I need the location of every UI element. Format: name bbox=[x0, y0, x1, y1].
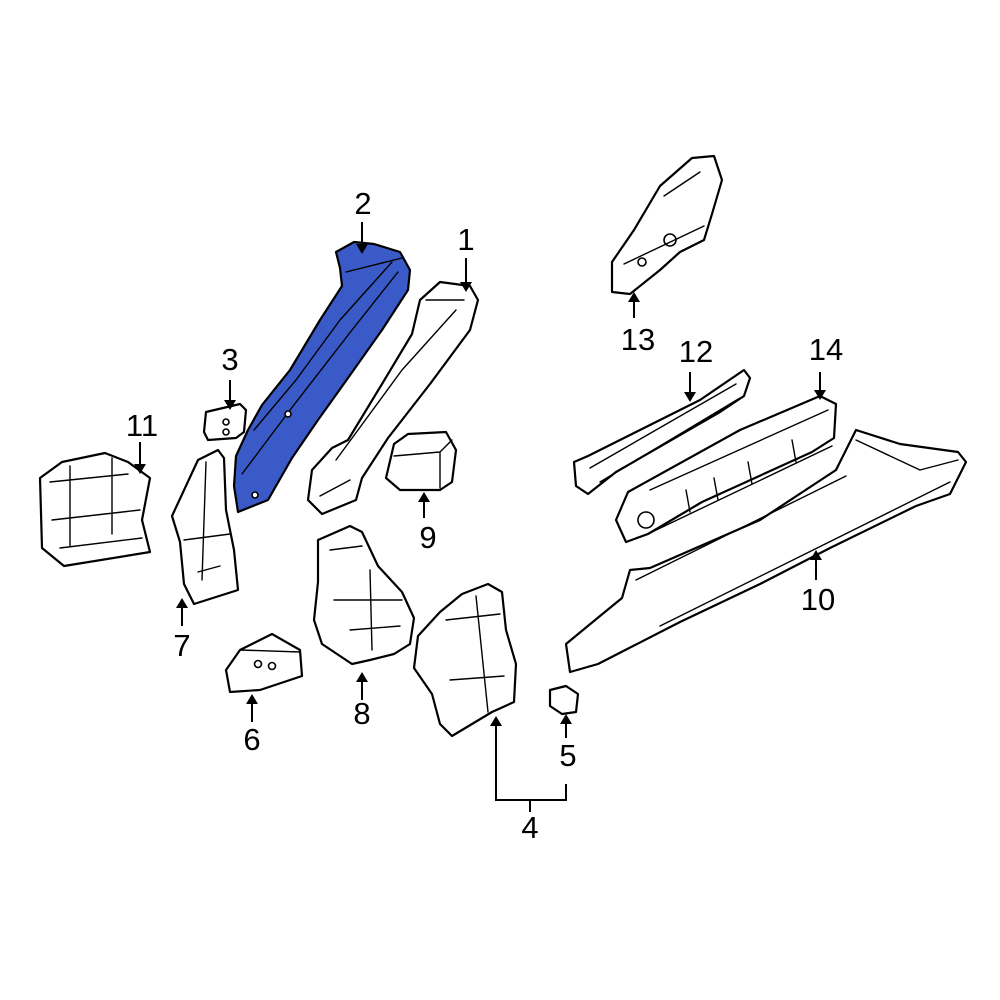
part-14 bbox=[614, 394, 838, 544]
part-13 bbox=[610, 154, 724, 296]
part-1 bbox=[306, 280, 480, 516]
part-12 bbox=[572, 368, 752, 496]
callout-2: 2 bbox=[354, 186, 371, 221]
part-8 bbox=[312, 524, 416, 666]
part-4 bbox=[412, 582, 518, 738]
part-7 bbox=[170, 448, 240, 606]
callout-5: 5 bbox=[559, 738, 576, 773]
callout-13: 13 bbox=[621, 322, 655, 357]
callout-10: 10 bbox=[801, 582, 835, 617]
callout-12: 12 bbox=[679, 334, 713, 369]
callout-1: 1 bbox=[457, 222, 474, 257]
highlighted-pillar bbox=[232, 240, 412, 514]
part-9 bbox=[384, 430, 458, 492]
callout-4: 4 bbox=[521, 810, 538, 845]
callout-7: 7 bbox=[173, 628, 190, 663]
callout-14: 14 bbox=[809, 332, 843, 367]
callout-3: 3 bbox=[221, 342, 238, 377]
callout-6: 6 bbox=[243, 722, 260, 757]
callout-9: 9 bbox=[419, 520, 436, 555]
part-5 bbox=[548, 684, 580, 716]
callout-11: 11 bbox=[126, 408, 158, 443]
part-6 bbox=[224, 632, 304, 694]
callout-8: 8 bbox=[353, 696, 370, 731]
callout-labels: 2 1 3 11 7 6 8 9 5 4 13 12 14 10 bbox=[126, 186, 843, 845]
part-3 bbox=[202, 402, 248, 442]
part-11 bbox=[38, 451, 152, 568]
part-10 bbox=[564, 428, 968, 674]
leader-lines bbox=[134, 222, 826, 812]
part-2 bbox=[232, 240, 412, 514]
